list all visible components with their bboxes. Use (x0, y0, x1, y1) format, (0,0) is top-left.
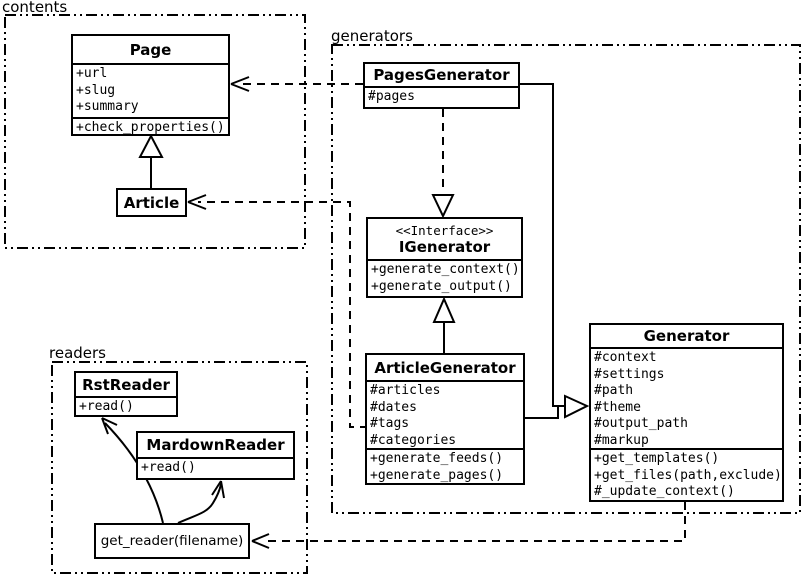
edge-generators-inherit-generator (520, 83, 590, 419)
class-generator: Generator #context #settings #path #them… (589, 323, 784, 502)
class-generator-attributes: #context #settings #path #theme #output_… (591, 347, 782, 448)
method: +generate_feeds() (370, 451, 504, 466)
package-readers-border (51, 361, 308, 574)
method: +get_templates() (594, 451, 720, 466)
method: #_update_context() (594, 484, 735, 499)
package-readers-label: readers (49, 344, 106, 362)
attribute: +url (76, 66, 108, 81)
attribute: #context (594, 350, 657, 365)
method: +get_files(path,exclude) (594, 467, 782, 483)
attribute: #articles (370, 383, 441, 398)
class-rstreader-title: RstReader (82, 375, 170, 394)
class-articlegenerator-title: ArticleGenerator (374, 358, 516, 377)
class-pagesgenerator-title: PagesGenerator (373, 66, 510, 84)
method: +generate_context() (371, 262, 520, 277)
method: +generate_output() (371, 278, 512, 294)
class-page-title: Page (129, 40, 172, 59)
class-article: Article (116, 188, 187, 217)
class-generator-methods: +get_templates() +get_files(path,exclude… (591, 448, 782, 500)
class-pagesgenerator: PagesGenerator #pages (363, 62, 520, 109)
class-mardownreader-methods: +read() (138, 457, 293, 478)
attribute: +summary (76, 99, 139, 114)
class-igenerator-stereotype: <<Interface>> (395, 222, 494, 238)
attribute: #path (594, 383, 634, 398)
class-page: Page +url +slug +summary +check_properti… (71, 34, 230, 136)
method: +read() (141, 460, 196, 475)
method: +generate_pages() (370, 467, 504, 483)
package-contents-border (4, 14, 306, 249)
class-rstreader: RstReader +read() (74, 371, 178, 417)
attribute: #categories (370, 432, 457, 448)
edge-article-inherits-page (138, 133, 164, 188)
node-get-reader-label: get_reader(filename) (100, 533, 244, 549)
node-get-reader: get_reader(filename) (94, 523, 250, 559)
class-articlegenerator-methods: +generate_feeds() +generate_pages() (367, 448, 523, 483)
attribute: #dates (370, 399, 417, 415)
class-articlegenerator-attributes: #articles #dates #tags #categories (367, 380, 523, 448)
edge-getreader-calls-mardownreader (177, 480, 225, 524)
package-generators-border (331, 44, 801, 514)
class-igenerator-header: <<Interface>> IGenerator (368, 219, 521, 259)
attribute: #output_path (594, 416, 688, 431)
attribute: #tags (370, 416, 410, 431)
class-article-title: Article (123, 193, 180, 212)
package-borders (4, 14, 801, 574)
package-generators-label: generators (331, 27, 413, 45)
attribute: #markup (594, 432, 649, 448)
edge-pagesgenerator-depends-page (230, 76, 363, 92)
class-igenerator-methods: +generate_context() +generate_output() (368, 259, 521, 296)
method: +check_properties() (76, 120, 225, 134)
attribute: #theme (594, 399, 641, 415)
method: +read() (79, 399, 134, 414)
edge-articlegenerator-inherits-igenerator (432, 296, 456, 353)
attribute: +slug (76, 82, 116, 98)
class-articlegenerator: ArticleGenerator #articles #dates #tags … (365, 353, 525, 485)
class-igenerator-title: IGenerator (398, 237, 491, 256)
attribute: #pages (368, 89, 415, 104)
class-igenerator: <<Interface>> IGenerator +generate_conte… (366, 217, 523, 298)
edge-articlegenerator-depends-article (187, 194, 368, 428)
class-mardownreader: MardownReader +read() (136, 431, 295, 480)
class-page-methods: +check_properties() (73, 117, 228, 134)
package-contents-label: contents (2, 0, 68, 16)
class-generator-title: Generator (643, 327, 730, 345)
class-rstreader-methods: +read() (76, 396, 176, 415)
class-mardownreader-title: MardownReader (146, 436, 285, 454)
class-pagesgenerator-attributes: #pages (365, 86, 518, 107)
attribute: #settings (594, 366, 665, 382)
class-page-attributes: +url +slug +summary (73, 63, 228, 117)
edge-pagesgenerator-realizes-igenerator (431, 109, 455, 219)
edge-generator-depends-getreader (251, 502, 686, 549)
